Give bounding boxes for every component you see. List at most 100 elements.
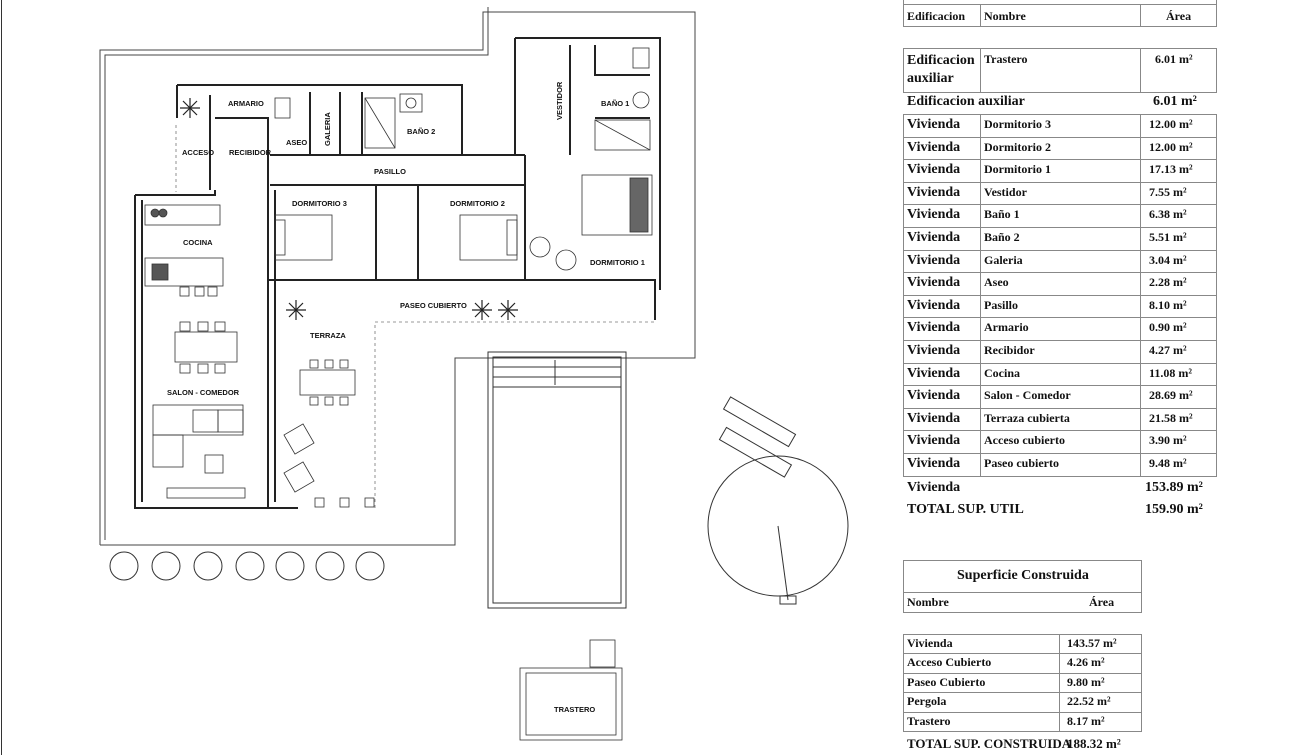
table-cell-divider [980, 227, 981, 251]
table-row-area: 2.28 m² [1149, 275, 1187, 290]
furniture [144, 47, 653, 741]
table-row-edificacion: Vivienda [907, 297, 961, 313]
table-cell-divider [1140, 272, 1141, 296]
built-total-label: TOTAL SUP. CONSTRUIDA [907, 736, 1072, 751]
built-row-area: 143.57 m² [1067, 636, 1117, 650]
table-cell-divider [1216, 453, 1217, 477]
table-row-area: 12.00 m² [1149, 117, 1193, 131]
room-label-cocina: COCINA [183, 238, 213, 247]
room-label-recibidor: RECIBIDOR [229, 148, 272, 157]
table-row-divider [903, 634, 1142, 635]
table-cell-divider [903, 204, 904, 228]
table-row-divider [903, 114, 1217, 115]
room-label-aseo: ASEO [286, 138, 307, 147]
table-row-edificacion: Vivienda [907, 388, 961, 404]
table-row-divider [903, 317, 1217, 319]
table-row-edificacion: Vivienda [907, 230, 961, 245]
table-cell-divider [903, 272, 904, 296]
table-cell-divider [1140, 340, 1141, 364]
table-cell-divider [903, 634, 904, 655]
room-label-galeria: GALERIA [323, 112, 332, 146]
table-cell-divider [980, 385, 981, 409]
table-cell-divider [903, 181, 904, 206]
table-cell-divider [1059, 634, 1060, 655]
aux-edificacion-line2: auxiliar [907, 71, 954, 86]
table-cell-divider [980, 114, 981, 138]
table-row-nombre: Terraza cubierta [984, 410, 1070, 425]
room-label-paseo-cubierto: PASEO CUBIERTO [400, 301, 467, 310]
table-row-divider [903, 430, 1217, 432]
table-row-divider [903, 249, 1217, 251]
table-cell-divider [980, 181, 981, 206]
table-cell-divider [1059, 653, 1060, 674]
table-cell-divider [980, 430, 981, 454]
table-cell-divider [903, 711, 904, 732]
table-cell-divider [1059, 672, 1060, 694]
grand-total-area: 159.90 m² [1145, 502, 1203, 517]
built-table-header-nombre: Nombre [907, 595, 949, 609]
aux-edificacion-line1: Edificacion [907, 53, 975, 68]
built-row-nombre: Vivienda [907, 636, 953, 650]
table-row-divider [903, 272, 1217, 274]
table-cell-divider [903, 362, 904, 387]
table-cell-divider [980, 272, 981, 296]
area-table-header-edificacion: Edificacion [907, 9, 966, 23]
table-row-edificacion: Vivienda [907, 162, 961, 178]
table-cell-divider [1059, 711, 1060, 732]
table-cell-divider [903, 653, 904, 674]
table-row-divider [903, 711, 1142, 713]
table-row-divider [903, 227, 1217, 228]
table-row-nombre: Dormitorio 1 [984, 162, 1051, 177]
room-label-pasillo: PASILLO [374, 167, 406, 176]
built-row-nombre: Acceso Cubierto [907, 655, 992, 670]
table-cell-divider [1216, 272, 1217, 296]
room-labels: ARMARIO ACCESO RECIBIDOR ASEO GALERIA BA… [167, 81, 645, 714]
table-row-nombre: Acceso cubierto [984, 433, 1065, 448]
table-cell-divider [1059, 692, 1060, 713]
table-cell-divider [980, 340, 981, 364]
table-row-area: 8.10 m² [1149, 297, 1187, 312]
room-label-bano2: BAÑO 2 [407, 127, 435, 136]
room-label-dormitorio1: DORMITORIO 1 [590, 258, 645, 267]
table-row-area: 4.27 m² [1149, 343, 1187, 357]
garden-features [109, 396, 849, 605]
table-row-edificacion: Vivienda [907, 365, 961, 381]
table-cell-divider [1141, 634, 1142, 655]
table-row-divider [903, 181, 1217, 183]
vivienda-total-label: Vivienda [907, 480, 961, 495]
table-cell-divider [1216, 385, 1217, 409]
table-row-divider [903, 453, 1217, 454]
table-cell-divider [1216, 430, 1217, 454]
room-label-dormitorio2: DORMITORIO 2 [450, 199, 505, 208]
room-label-terraza: TERRAZA [310, 331, 346, 340]
built-row-nombre: Pergola [907, 694, 947, 709]
table-cell-divider [1216, 159, 1217, 183]
plot-outline [99, 7, 696, 546]
table-cell-divider [1140, 181, 1141, 206]
table-cell-divider [980, 136, 981, 161]
table-cell-divider [1140, 407, 1141, 432]
table-cell-divider [980, 362, 981, 387]
table-row-divider [903, 340, 1217, 341]
aux-area: 6.01 m² [1155, 52, 1193, 66]
table-cell-divider [980, 294, 981, 319]
table-row-edificacion: Vivienda [907, 252, 961, 268]
table-cell-divider [1140, 136, 1141, 161]
table-cell-divider [1140, 385, 1141, 409]
table-cell-divider [1216, 362, 1217, 387]
table-row-divider [903, 385, 1217, 387]
table-cell-divider [980, 159, 981, 183]
table-cell-divider [903, 249, 904, 274]
table-row-nombre: Baño 2 [984, 230, 1020, 244]
table-row-edificacion: Vivienda [907, 320, 961, 336]
table-row-nombre: Cocina [984, 365, 1020, 380]
table-row-nombre: Armario [984, 320, 1029, 335]
room-label-acceso: ACCESO [182, 148, 214, 157]
built-row-area: 4.26 m² [1067, 655, 1105, 670]
table-cell-divider [1216, 114, 1217, 138]
table-row-nombre: Dormitorio 2 [984, 139, 1051, 154]
table-cell-divider [903, 136, 904, 161]
table-row-divider [903, 294, 1217, 296]
table-cell-divider [903, 385, 904, 409]
